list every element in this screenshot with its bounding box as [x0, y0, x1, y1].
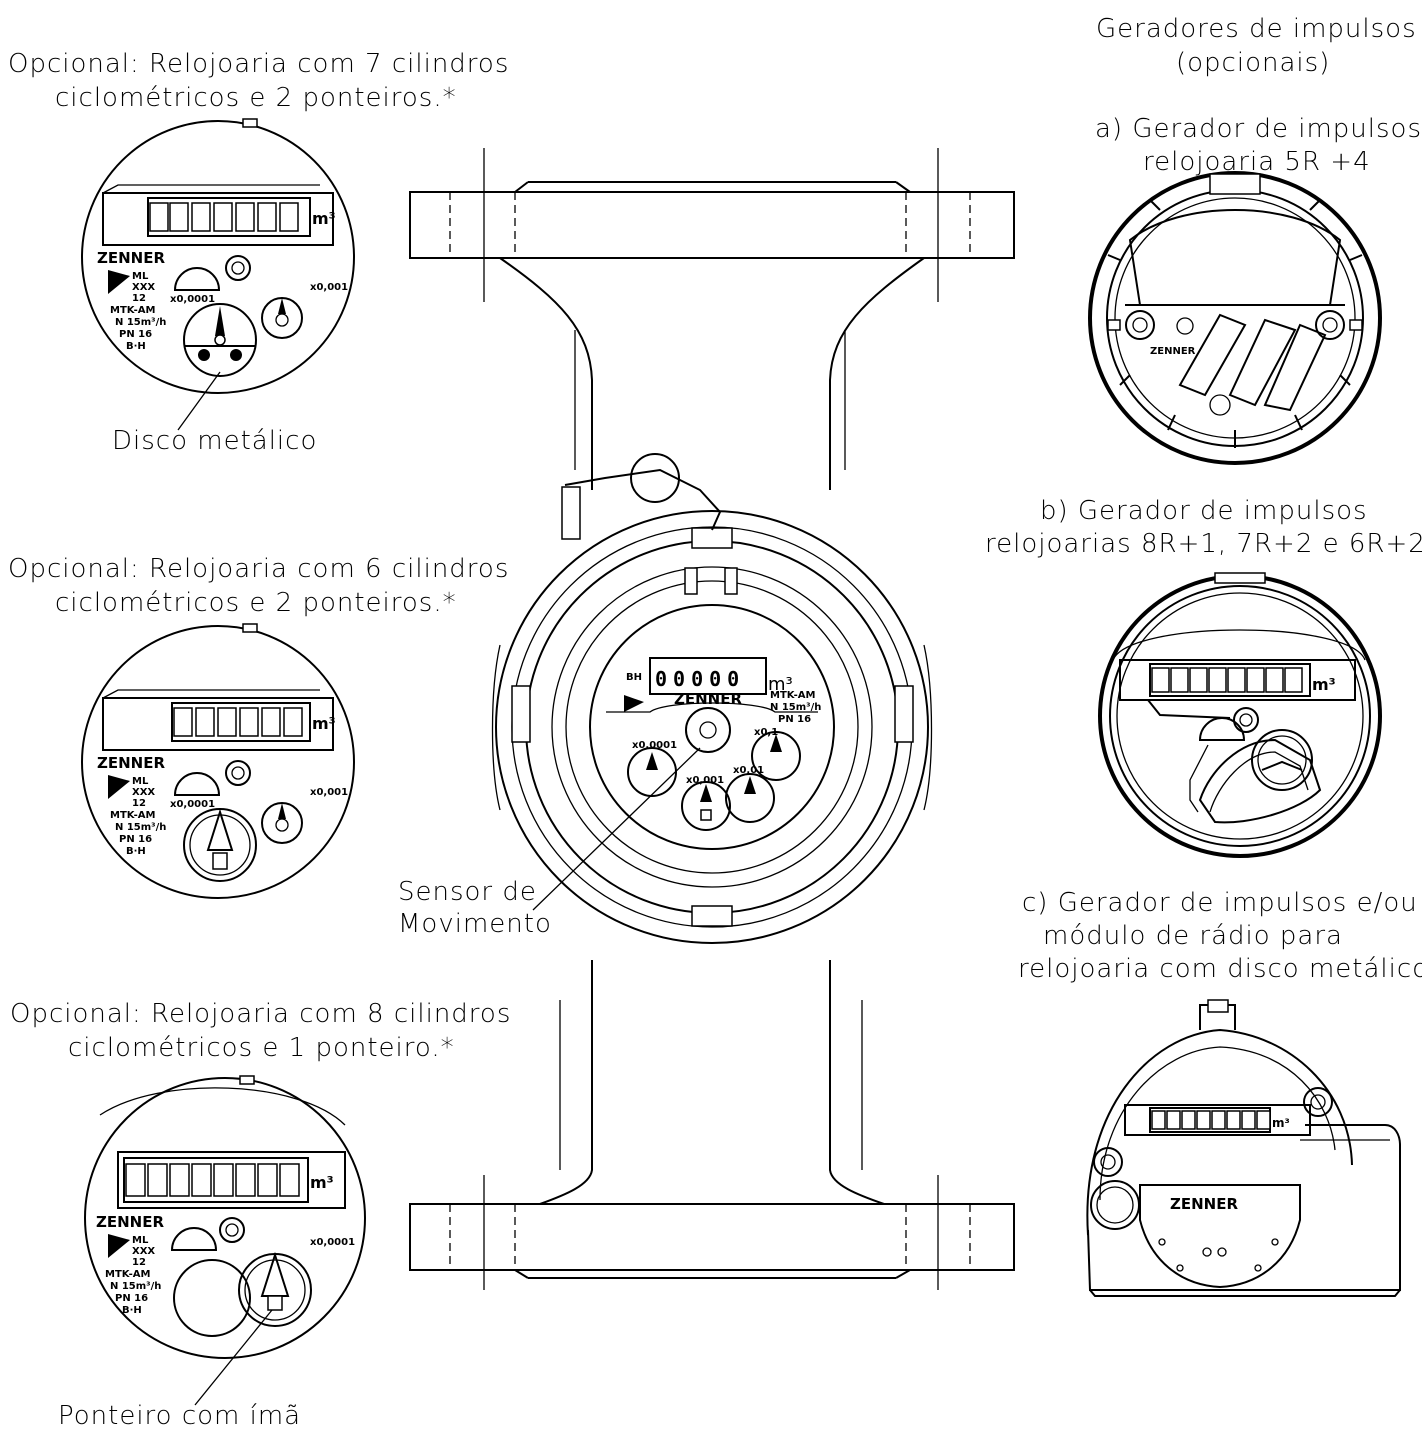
center-pressure: PN 16 [778, 714, 811, 725]
label-geradores-subtitle: (opcionais) [1176, 48, 1331, 78]
generator-a-5r4: ZENNER [1088, 171, 1382, 465]
dial-8-model: MTK-AM [105, 1269, 151, 1280]
bottom-flange [409, 1203, 1015, 1271]
center-brand: ZENNER [674, 690, 742, 708]
dial-6-12: 12 [132, 798, 146, 809]
center-class: BH [626, 672, 642, 683]
dial-6-class: B·H [126, 846, 146, 857]
label-gerador-a-line2: relojoaria 5R +4 [1143, 147, 1371, 177]
dial-6-xxx: XXX [132, 787, 155, 798]
dial-8-brand: ZENNER [96, 1213, 164, 1231]
dial-7-mult-2: x0,001 [310, 282, 348, 293]
generator-b-unit: m³ [1312, 675, 1336, 694]
center-mult-2: x0,001 [686, 775, 724, 786]
central-register: BH 00000 m³ ZENNER MTK-AM N 15m³/h PN 16… [491, 453, 933, 944]
dial-6-flow: N 15m³/h [115, 822, 166, 833]
dial-6-mult-1: x0,0001 [170, 799, 215, 810]
dial-8-12: 12 [132, 1257, 146, 1268]
generator-a-brand: ZENNER [1150, 346, 1196, 357]
sensor-leader-line [532, 747, 701, 911]
label-gerador-b-line2: relojoarias 8R+1, 7R+2 e 6R+2 [985, 529, 1422, 559]
generator-c-radio: m³ ZENNER [1086, 999, 1401, 1297]
dial-7-mult-1: x0,0001 [170, 294, 215, 305]
dial-7-12: 12 [132, 293, 146, 304]
dial-6-unit: m³ [312, 714, 336, 733]
disc-leader-line [177, 371, 221, 431]
dial-8-xxx: XXX [132, 1246, 155, 1257]
label-gerador-b-line1: b) Gerador de impulsos [1040, 496, 1368, 526]
dial-7-brand: ZENNER [97, 249, 165, 267]
center-mult-3: x0,01 [733, 765, 764, 776]
dial-6-ml: ML [132, 776, 149, 787]
generator-b-cylinder-rolls [1151, 667, 1303, 693]
dial-8-flow: N 15m³/h [110, 1281, 161, 1292]
magnet-pointer [267, 1295, 283, 1311]
dial-6-mult-2: x0,001 [310, 787, 348, 798]
label-disco-metalico: Disco metálico [112, 426, 318, 456]
label-gerador-c-line2: módulo de rádio para [1043, 921, 1343, 951]
center-unit: m³ [768, 674, 793, 695]
label-sensor-line1: Sensor de [398, 877, 537, 907]
dial-7-class: B·H [126, 341, 146, 352]
dial-8-ml: ML [132, 1235, 149, 1246]
generator-c-brand: ZENNER [1170, 1195, 1238, 1213]
dial-7-unit: m³ [312, 209, 336, 228]
dial-8-class: B·H [122, 1305, 142, 1316]
center-counter-window [649, 657, 767, 695]
dial-7-pressure: PN 16 [119, 329, 152, 340]
label-option-6-line2: ciclométricos e 2 ponteiros.* [55, 588, 457, 618]
label-option-8-line2: ciclométricos e 1 ponteiro.* [68, 1033, 455, 1063]
dial-7-cylinders: m³ ZENNER ML XXX 12 MTK-AM N 15m³/h PN 1… [81, 118, 355, 431]
motion-sensor-wheel [685, 707, 731, 753]
dial-6-pressure: PN 16 [119, 834, 152, 845]
top-flange [409, 191, 1015, 259]
label-option-7-line1: Opcional: Relojoaria com 7 cilindros [8, 49, 510, 79]
generator-c-unit: m³ [1272, 1116, 1290, 1130]
label-geradores-title: Geradores de impulsos [1096, 14, 1417, 44]
label-gerador-a-line1: a) Gerador de impulsos [1095, 114, 1422, 144]
dial-8-unit: m³ [310, 1173, 334, 1192]
dial-8-mult-1: x0,0001 [310, 1237, 355, 1248]
metal-disc-dial [183, 303, 257, 377]
center-counter: 00000 [655, 667, 745, 691]
label-option-6-line1: Opcional: Relojoaria com 6 cilindros [8, 554, 510, 584]
dial-7-ml: ML [132, 271, 149, 282]
label-gerador-c-line1: c) Gerador de impulsos e/ou [1022, 888, 1418, 918]
pointer-leader-line [194, 1309, 273, 1406]
generator-c-cylinder-rolls [1151, 1110, 1271, 1130]
generator-b: m³ [1098, 572, 1382, 858]
dial-6-model: MTK-AM [110, 810, 156, 821]
dial-8-pressure: PN 16 [115, 1293, 148, 1304]
dial-7-model: MTK-AM [110, 305, 156, 316]
center-mult-1: x0,0001 [632, 740, 677, 751]
dial-6-cylinder-rolls [173, 707, 303, 737]
dial-6-brand: ZENNER [97, 754, 165, 772]
label-sensor-line2: Movimento [398, 909, 552, 939]
magnet-recess [173, 1259, 251, 1337]
dial-6-cylinders: m³ ZENNER ML XXX 12 MTK-AM N 15m³/h PN 1… [81, 623, 355, 899]
label-gerador-c-line3: relojoaria com disco metálico [1018, 954, 1422, 984]
dial-7-xxx: XXX [132, 282, 155, 293]
label-option-7-line2: ciclométricos e 2 ponteiros.* [55, 83, 457, 113]
center-mult-4: x0,1 [754, 727, 778, 738]
center-model: MTK-AM [770, 690, 816, 701]
dial-7-cylinder-rolls [149, 202, 299, 232]
dial-8-cylinder-rolls [125, 1163, 300, 1197]
meter-body [409, 148, 1015, 1290]
label-ponteiro-com-ima: Ponteiro com ímã [58, 1401, 302, 1431]
label-option-8-line1: Opcional: Relojoaria com 8 cilindros [10, 999, 512, 1029]
dial-8-cylinders: m³ ZENNER ML XXX 12 MTK-AM N 15m³/h PN 1… [84, 1075, 366, 1406]
dial-7-flow: N 15m³/h [115, 317, 166, 328]
center-flow: N 15m³/h [770, 702, 821, 713]
